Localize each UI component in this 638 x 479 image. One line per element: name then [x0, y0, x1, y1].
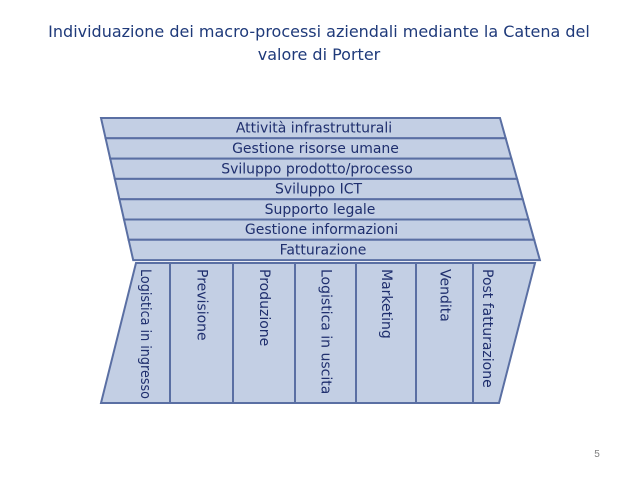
primary-activity-label: Logistica in ingresso [137, 269, 153, 399]
support-activity-label: Attività infrastrutturali [236, 121, 392, 137]
primary-activity-label: Previsione [194, 269, 210, 341]
primary-activity-label: Post fatturazione [479, 269, 495, 388]
slide-title-line-2: valore di Porter [257, 45, 381, 64]
primary-column [472, 262, 537, 404]
primary-activity-label: Vendita [437, 269, 453, 322]
primary-activity-label: Marketing [378, 269, 394, 339]
support-activity-label: Gestione informazioni [245, 222, 398, 238]
slide-title-line-1: Individuazione dei macro-processi aziend… [48, 22, 590, 41]
primary-activity-label: Produzione [256, 269, 272, 346]
primary-column [99, 262, 171, 404]
support-band [127, 238, 542, 262]
primary-activity-label: Logistica in uscita [318, 269, 334, 394]
support-activity-label: Fatturazione [280, 242, 367, 258]
support-activity-label: Supporto legale [265, 202, 376, 218]
page-number: 5 [594, 449, 600, 460]
support-activity-label: Sviluppo prodotto/processo [221, 161, 413, 177]
support-activity-label: Sviluppo ICT [275, 182, 363, 198]
primary-activities: Logistica in ingresso Previsione Produzion… [99, 262, 537, 404]
slide-title: Individuazione dei macro-processi aziend… [10, 20, 628, 66]
support-activity-label: Gestione risorse umane [232, 141, 399, 157]
